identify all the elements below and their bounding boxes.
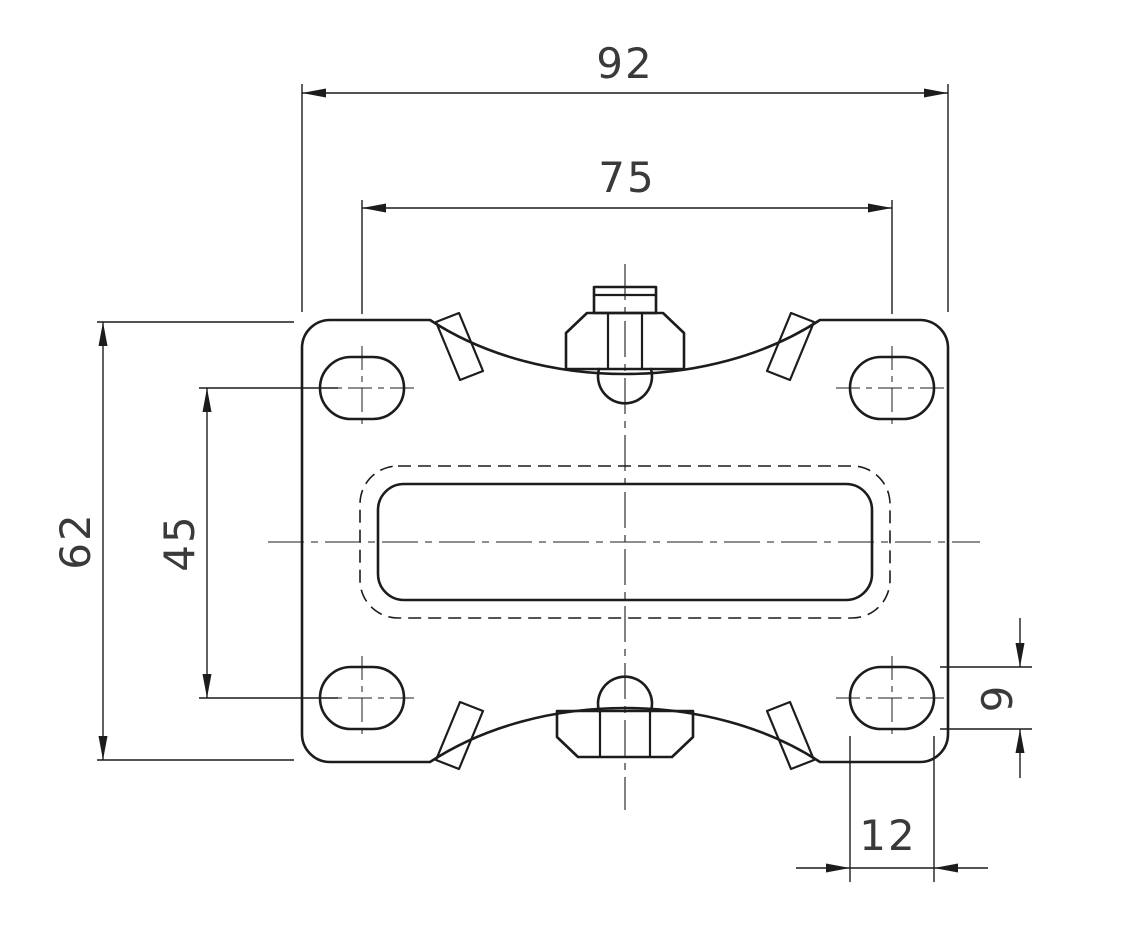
dimension-slot-hole-width: 12 — [796, 736, 988, 882]
top-hex-nut — [564, 311, 686, 371]
bottom-bolt-dome — [596, 675, 654, 713]
arrowhead-bottom — [202, 674, 212, 698]
corner-slot-holes — [306, 346, 948, 740]
slot-hole-height-label: 9 — [973, 684, 1022, 713]
bottom-hex-nut — [555, 709, 695, 759]
main-centerlines — [268, 264, 980, 810]
arrowhead-up — [1015, 729, 1025, 753]
slot-hole-centermarks — [306, 346, 948, 740]
dimension-slot-hole-height: 9 — [940, 618, 1032, 778]
slot-hole-width-label: 12 — [859, 811, 916, 860]
dimension-hole-spacing-vertical: 45 — [155, 387, 338, 699]
plate-body-outline — [300, 318, 950, 764]
arrowhead-down — [1015, 643, 1025, 667]
arrowhead-left — [934, 863, 958, 873]
dimension-overall-depth: 62 — [51, 321, 294, 761]
arrowhead-right — [924, 88, 948, 98]
overall-width-label: 92 — [596, 39, 653, 88]
tab-top-right — [765, 311, 816, 382]
top-bolt-assembly — [564, 285, 686, 405]
arrowhead-left — [302, 88, 326, 98]
bottom-bolt-assembly — [555, 675, 695, 759]
hole-spacing-vertical-label: 45 — [155, 514, 204, 571]
arrowhead-top — [202, 388, 212, 412]
arrowhead-left — [362, 203, 386, 213]
top-bolt-dome — [596, 367, 654, 405]
central-slot — [359, 465, 891, 619]
overall-depth-label: 62 — [51, 512, 100, 569]
dimension-hole-spacing-horizontal: 75 — [361, 153, 893, 314]
dimension-overall-width: 92 — [301, 39, 949, 312]
tab-top-left — [434, 311, 485, 382]
arrowhead-right — [868, 203, 892, 213]
arrowhead-top — [98, 322, 108, 346]
arrowhead-bottom — [98, 736, 108, 760]
central-slot-opening — [376, 482, 874, 602]
tab-bottom-left — [434, 700, 485, 771]
hole-spacing-horizontal-label: 75 — [598, 153, 655, 202]
central-slot-phantom-outline — [359, 465, 891, 619]
arrowhead-right — [826, 863, 850, 873]
plate-outline — [300, 311, 950, 771]
tab-bottom-right — [765, 700, 816, 771]
